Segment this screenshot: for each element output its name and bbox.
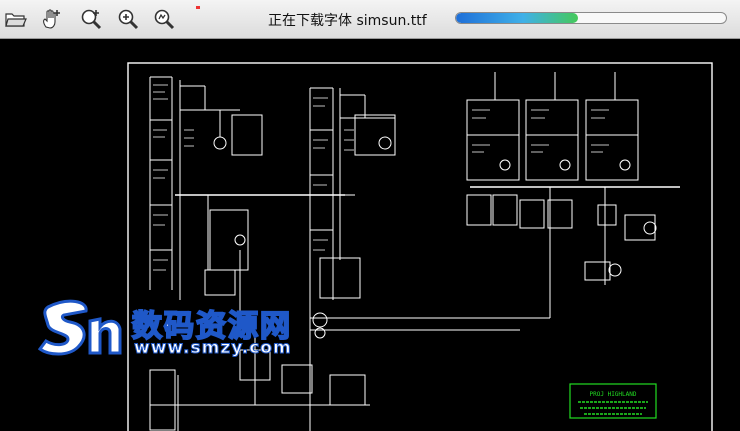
zoom-in-icon [81, 9, 102, 30]
zoom-window-icon [118, 9, 139, 30]
zoom-in-button[interactable] [77, 5, 105, 33]
toolbar: 正在下载字体 simsun.ttf [0, 0, 740, 39]
watermark-url: www.smzy.com [134, 338, 292, 359]
legend-box: PROJ HIGHLAND [569, 383, 657, 419]
switchgear-panel-b [309, 87, 550, 431]
pan-button[interactable] [38, 5, 66, 33]
zoom-extents-icon [154, 9, 175, 30]
download-progress-bar [455, 12, 727, 24]
download-status-text: 正在下载字体 simsun.ttf [268, 13, 427, 29]
cad-drawing: PROJ HIGHLAND [127, 62, 713, 431]
switchgear-panel-a [149, 76, 345, 315]
status-indicator [196, 6, 200, 9]
distribution-panels [466, 72, 680, 318]
watermark-logo [38, 299, 122, 356]
watermark-title: 数码资源网 [131, 308, 292, 345]
open-folder-icon [5, 13, 27, 27]
zoom-extents-button[interactable] [150, 5, 178, 33]
component-labels [153, 84, 609, 271]
legend-title: PROJ HIGHLAND [590, 391, 637, 398]
pan-hand-icon [43, 9, 60, 29]
open-file-button[interactable] [2, 5, 30, 33]
zoom-window-button[interactable] [114, 5, 142, 33]
lower-panels [149, 330, 370, 431]
download-progress-fill [456, 13, 578, 23]
sheet-border [127, 62, 713, 431]
drawing-canvas[interactable]: PROJ HIGHLAND [0, 39, 740, 431]
